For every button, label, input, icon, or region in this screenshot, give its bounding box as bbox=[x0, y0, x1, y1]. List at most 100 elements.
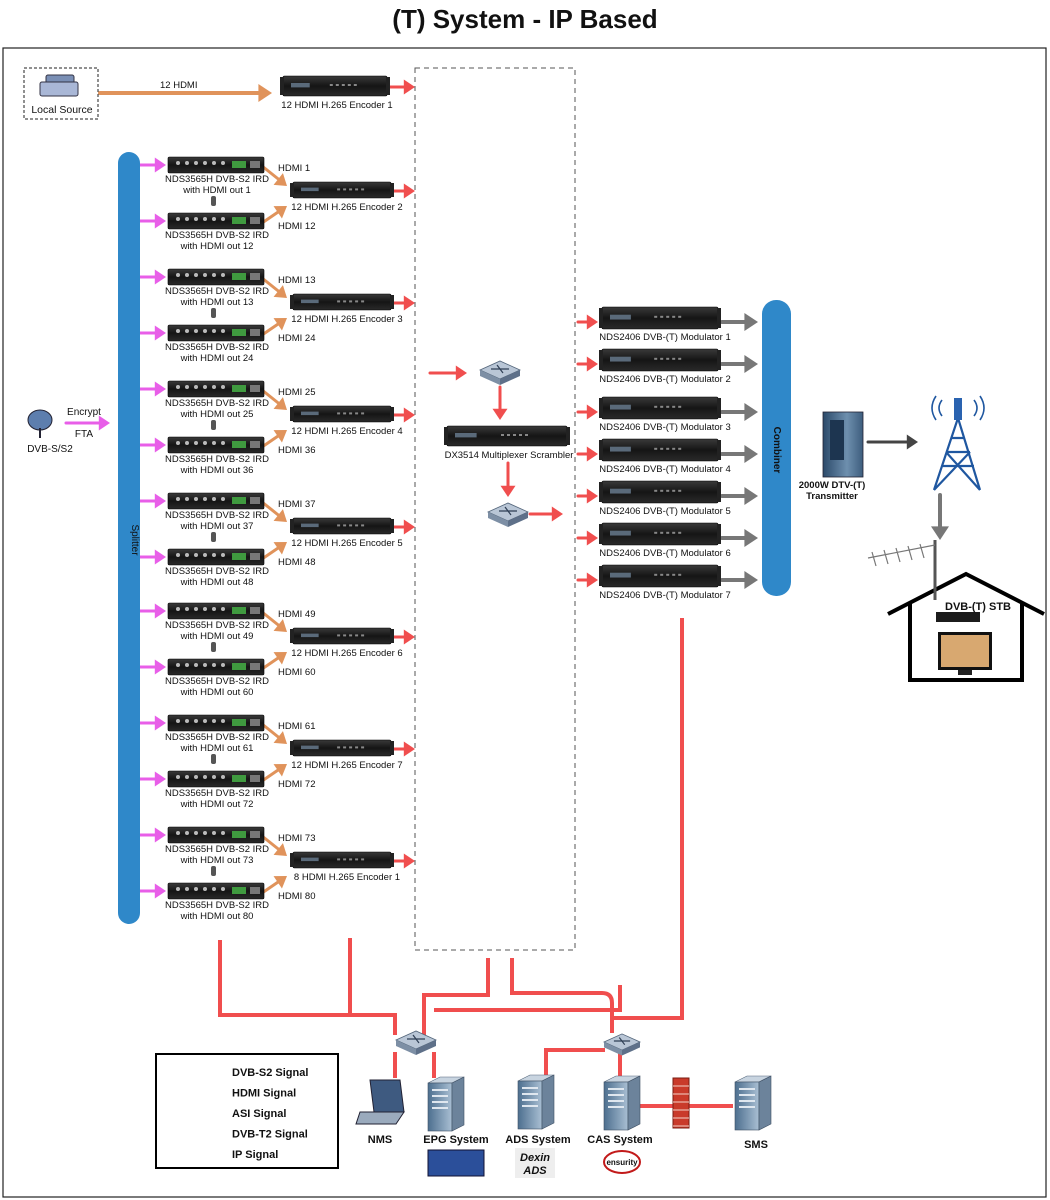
combiner-label: Combiner bbox=[771, 427, 782, 474]
ird-a-label2-1: with HDMI out 13 bbox=[180, 297, 254, 308]
broadcast-tower-icon bbox=[931, 395, 985, 491]
dexin-logo-box bbox=[515, 1148, 555, 1178]
ird-b-label1-1: NDS3565H DVB-S2 IRD bbox=[165, 342, 269, 353]
modulator-ip-in-6 bbox=[576, 572, 598, 588]
ird-b-device-0 bbox=[167, 212, 265, 230]
hdmi-b-link-1 bbox=[260, 318, 287, 337]
network-switch-right bbox=[603, 1033, 641, 1056]
mux-switch-top bbox=[479, 360, 521, 385]
epg-server-icon bbox=[427, 1076, 465, 1132]
modulator-device-3 bbox=[599, 438, 721, 462]
ird-a-label1-2: NDS3565H DVB-S2 IRD bbox=[165, 398, 269, 409]
mux-in-arrow bbox=[428, 365, 467, 381]
splitter-to-ird-a-2 bbox=[138, 381, 166, 397]
ird-stack-connector-1 bbox=[211, 308, 216, 318]
sms-label: SMS bbox=[744, 1139, 768, 1151]
legend-label-4: IP Signal bbox=[232, 1149, 278, 1161]
ird-b-label2-6: with HDMI out 80 bbox=[180, 911, 254, 922]
modulator-ip-in-5 bbox=[576, 530, 598, 546]
modulator-label-0: NDS2406 DVB-(T) Modulator 1 bbox=[599, 332, 730, 343]
ird-a-device-4 bbox=[167, 602, 265, 620]
ird-b-label1-4: NDS3565H DVB-S2 IRD bbox=[165, 676, 269, 687]
encoder-ip-arrow-6 bbox=[391, 853, 415, 869]
ird-a-label2-4: with HDMI out 49 bbox=[180, 631, 254, 642]
modulator-to-combiner-4 bbox=[720, 487, 758, 505]
hdmi-b-label-3: HDMI 48 bbox=[278, 557, 315, 568]
house-icon bbox=[867, 540, 1045, 682]
ird-b-device-6 bbox=[167, 882, 265, 900]
encoder-ip-arrow-1 bbox=[391, 295, 415, 311]
dexin-logo-text: Dexin bbox=[520, 1152, 550, 1164]
ird-stack-connector-0 bbox=[211, 196, 216, 206]
splitter-to-ird-a-4 bbox=[138, 603, 166, 619]
headend-dashed-box bbox=[414, 67, 576, 951]
ensurity-logo-icon bbox=[603, 1150, 641, 1174]
hdmi-b-link-2 bbox=[260, 430, 287, 449]
hdmi-a-link-0 bbox=[260, 164, 287, 186]
ird-b-device-5 bbox=[167, 770, 265, 788]
ird-a-label2-6: with HDMI out 73 bbox=[180, 855, 254, 866]
hdmi-a-link-5 bbox=[260, 722, 287, 744]
ip-line-ird-left bbox=[218, 940, 397, 1035]
local-source-hdmi-link bbox=[98, 84, 272, 102]
splitter-to-ird-b-4 bbox=[138, 659, 166, 675]
modulator-device-0 bbox=[599, 306, 721, 330]
legend-label-3: DVB-T2 Signal bbox=[232, 1129, 308, 1141]
hdmi-b-label-6: HDMI 80 bbox=[278, 891, 315, 902]
ird-a-label2-2: with HDMI out 25 bbox=[180, 409, 254, 420]
ird-b-label1-6: NDS3565H DVB-S2 IRD bbox=[165, 900, 269, 911]
cas-label: CAS System bbox=[587, 1134, 653, 1146]
encoder-device-1 bbox=[290, 293, 394, 311]
encoder-device-4 bbox=[290, 627, 394, 645]
modulator-device-5 bbox=[599, 522, 721, 546]
modulator-ip-in-3 bbox=[576, 446, 598, 462]
modulator-label-3: NDS2406 DVB-(T) Modulator 4 bbox=[599, 464, 730, 475]
ird-a-label1-5: NDS3565H DVB-S2 IRD bbox=[165, 732, 269, 743]
ird-stack-connector-5 bbox=[211, 754, 216, 764]
encoder-ip-arrow-0 bbox=[391, 183, 415, 199]
encoder-label-4: 12 HDMI H.265 Encoder 6 bbox=[291, 648, 402, 659]
nms-laptop-icon bbox=[355, 1079, 405, 1125]
hdmi-b-link-4 bbox=[260, 652, 287, 671]
stb-label: DVB-(T) STB bbox=[945, 601, 1011, 613]
transmitter-label1: 2000W DTV-(T) bbox=[799, 480, 866, 491]
legend-label-1: HDMI Signal bbox=[232, 1088, 296, 1100]
hdmi-b-label-1: HDMI 24 bbox=[278, 333, 315, 344]
ird-a-label1-4: NDS3565H DVB-S2 IRD bbox=[165, 620, 269, 631]
encoder-label-1: 12 HDMI H.265 Encoder 3 bbox=[291, 314, 402, 325]
ird-a-device-5 bbox=[167, 714, 265, 732]
ird-a-label1-1: NDS3565H DVB-S2 IRD bbox=[165, 286, 269, 297]
splitter-to-ird-b-3 bbox=[138, 549, 166, 565]
outer-frame bbox=[2, 47, 1047, 1198]
splitter-to-ird-a-0 bbox=[138, 157, 166, 173]
ird-a-device-1 bbox=[167, 268, 265, 286]
encoder-label-5: 12 HDMI H.265 Encoder 7 bbox=[291, 760, 402, 771]
splitter-to-ird-a-3 bbox=[138, 493, 166, 509]
modulator-ip-in-4 bbox=[576, 488, 598, 504]
modulator-ip-in-1 bbox=[576, 356, 598, 372]
ird-b-label1-0: NDS3565H DVB-S2 IRD bbox=[165, 230, 269, 241]
legend-box bbox=[155, 1053, 339, 1169]
dvb-source-label: DVB-S/S2 bbox=[27, 444, 73, 455]
ird-a-label1-6: NDS3565H DVB-S2 IRD bbox=[165, 844, 269, 855]
multiplexer-label: DX3514 Multiplexer Scrambler bbox=[445, 450, 574, 461]
legend-label-0: DVB-S2 Signal bbox=[232, 1067, 308, 1079]
ird-b-label2-1: with HDMI out 24 bbox=[180, 353, 254, 364]
encoder-1-ip-arrow bbox=[388, 79, 415, 95]
modulator-device-4 bbox=[599, 480, 721, 504]
modulator-to-combiner-5 bbox=[720, 529, 758, 547]
mux-out-arrow bbox=[528, 506, 563, 522]
ird-stack-connector-3 bbox=[211, 532, 216, 542]
hdmi-b-label-4: HDMI 60 bbox=[278, 667, 315, 678]
splitter-to-ird-b-2 bbox=[138, 437, 166, 453]
splitter-bar bbox=[118, 152, 140, 924]
ird-b-label2-0: with HDMI out 12 bbox=[180, 241, 254, 252]
hdmi-a-label-5: HDMI 61 bbox=[278, 721, 315, 732]
encoder-device-2 bbox=[290, 405, 394, 423]
ird-a-device-0 bbox=[167, 156, 265, 174]
network-switch-left bbox=[395, 1030, 437, 1055]
ip-line-headend-right bbox=[510, 958, 614, 1033]
modulator-to-combiner-6 bbox=[720, 571, 758, 589]
hdmi-a-label-1: HDMI 13 bbox=[278, 275, 315, 286]
firewall-icon bbox=[672, 1077, 690, 1129]
